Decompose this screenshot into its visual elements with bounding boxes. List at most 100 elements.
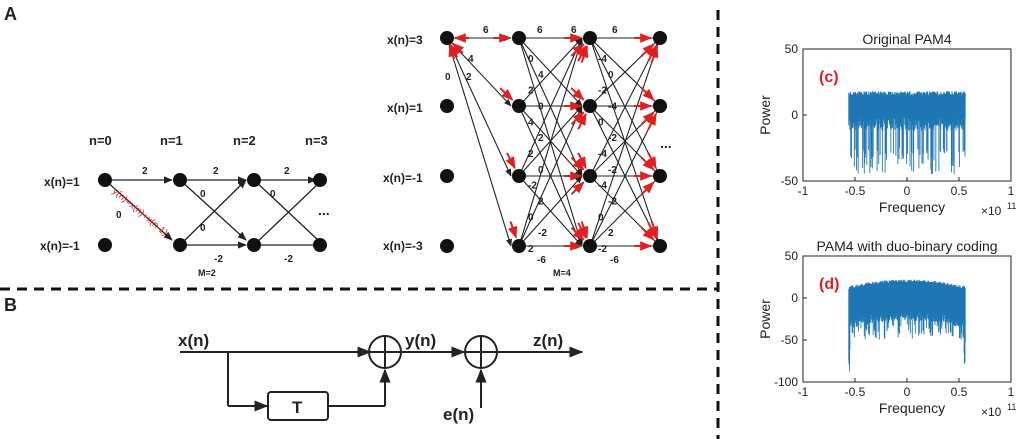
node [512, 169, 526, 183]
m4-edge [589, 105, 661, 247]
node [653, 169, 667, 183]
m4-inner-label: -2 [598, 244, 607, 255]
output-label: z(n) [533, 331, 563, 350]
edge [179, 179, 247, 241]
m4-red-arrow [570, 227, 585, 241]
y-axis-label: Power [757, 299, 773, 339]
m4-inner-label: 2 [528, 86, 534, 97]
m4-red-arrow [576, 112, 587, 130]
mid-label: y(n) [405, 331, 436, 350]
state-label-m4-minus3: x(n)=-3 [383, 239, 423, 253]
m4-inner-label: 0 [528, 54, 534, 65]
m4-red-arrow [570, 87, 585, 101]
spectrum [848, 279, 966, 372]
chart-title: Original PAM4 [862, 31, 951, 47]
top-edge-label: 6 [571, 25, 577, 36]
ellipsis: ... [318, 202, 330, 218]
m4-inner-label: -4 [598, 149, 607, 160]
block-diagram: x(n) T y(n) e(n) z(n) [178, 331, 584, 424]
edge-label: 0 [116, 210, 122, 221]
m4-red-arrow [505, 152, 516, 170]
node [653, 31, 667, 45]
m4-red-arrow [499, 87, 514, 101]
m4-edge [446, 37, 512, 247]
delay-label: T [292, 398, 303, 417]
m4-inner-label: 0 [608, 70, 614, 81]
node [98, 238, 112, 252]
state-label-m2-minus1: x(n)=-1 [40, 239, 80, 253]
node [440, 169, 454, 183]
m4-inner-label: 0 [528, 212, 534, 223]
first-stage-label: 6 [483, 25, 489, 36]
ellipsis: ... [660, 135, 672, 151]
m4-edge [518, 175, 583, 247]
state-label-m4-minus1: x(n)=-1 [383, 171, 423, 185]
node [583, 99, 597, 113]
m4-red-arrow [640, 226, 655, 241]
m4-red-arrow [640, 87, 655, 101]
m4-red-arrow [507, 221, 518, 239]
m4-inner-label: 2 [528, 149, 534, 160]
state-label-m2-plus1: x(n)=1 [44, 175, 80, 189]
x-tick-label: -0.5 [845, 184, 866, 198]
m4-inner-label: 2 [538, 133, 544, 144]
y-tick-label: -100 [774, 375, 798, 389]
spectrum [848, 91, 966, 175]
edge-label: 2 [142, 166, 148, 177]
x-exponent: 11 [1007, 402, 1016, 412]
time-label-n3: n=3 [305, 133, 328, 148]
m4-edge [589, 37, 661, 247]
m4-inner-label: 0 [598, 212, 604, 223]
m4-inner-label: 4 [528, 117, 534, 128]
edge [253, 183, 319, 246]
node [583, 31, 597, 45]
m4-edge [446, 37, 512, 177]
bottom-edge-label: -6 [610, 255, 619, 266]
edge [179, 179, 247, 246]
node [440, 99, 454, 113]
y-tick-label: -50 [781, 174, 799, 188]
m4-inner-label: -2 [608, 197, 617, 208]
time-label-n1: n=1 [160, 133, 183, 148]
x-tick-label: -0.5 [845, 385, 866, 399]
chart-tag: (d) [819, 276, 839, 293]
time-label-n2: n=2 [233, 133, 256, 148]
y-tick-label: 50 [785, 42, 799, 56]
first-stage-label: 2 [466, 72, 472, 83]
m4-red-arrow [646, 112, 657, 130]
node [512, 99, 526, 113]
m4-red-arrow [570, 181, 585, 195]
m4-inner-label: 0 [538, 165, 544, 176]
x-tick-label: 1 [1008, 385, 1015, 399]
node [247, 238, 261, 252]
m4-inner-label: 2 [538, 197, 544, 208]
y-axis-label: Power [757, 95, 773, 135]
edge [104, 179, 173, 241]
node [653, 99, 667, 113]
m4-inner-label: -4 [608, 102, 617, 113]
x-tick-label: 0.5 [951, 385, 968, 399]
m4-inner-label: -2 [598, 86, 607, 97]
chart-title: PAM4 with duo-binary coding [816, 238, 997, 254]
m4-edge [518, 105, 583, 247]
time-label-n0: n=0 [89, 133, 112, 148]
m4-red-arrow [448, 44, 458, 60]
edge-label: 0 [200, 223, 206, 234]
x-axis-label: Frequency [879, 400, 945, 416]
m4-edge [518, 37, 583, 107]
x-tick-label: 0.5 [951, 184, 968, 198]
m4-inner-label: 2 [528, 244, 534, 255]
m4-red-arrow [640, 156, 655, 171]
x-tick-label: -1 [798, 184, 809, 198]
y-tick-label: 50 [785, 249, 799, 263]
x-multiplier: ×10 [981, 405, 1002, 419]
chart-tag: (c) [819, 69, 839, 86]
node [98, 173, 112, 187]
state-label-m4-1: x(n)=1 [387, 101, 423, 115]
node [440, 239, 454, 253]
x-exponent: 11 [1007, 201, 1016, 211]
